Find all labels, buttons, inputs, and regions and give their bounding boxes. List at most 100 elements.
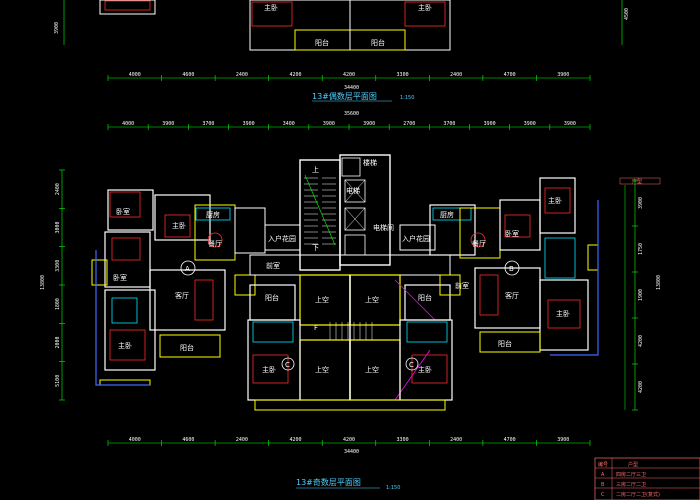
upper-dim-label: 3900 — [323, 121, 335, 127]
unit-b-room-4: 餐厅 — [472, 239, 486, 248]
right-dim-label: 3900 — [638, 197, 644, 209]
void-2-label: 上空 — [365, 295, 379, 304]
upper-dim-label: 3700 — [443, 121, 455, 127]
lower-dim-label: 4000 — [129, 437, 141, 443]
unit-a-room-4: 厨房 — [206, 210, 220, 219]
void-3-label: 上空 — [315, 365, 329, 374]
unit-c-right-circle — [405, 357, 419, 371]
top-dim-label: 2400 — [450, 72, 462, 78]
lower-dim-label: 2400 — [450, 437, 462, 443]
unit-a-bed2 — [111, 237, 141, 261]
unit-a-room-1: 卧室 — [116, 207, 130, 216]
top-right-dim-text: 4500 — [624, 8, 630, 20]
top-dim-label: 2400 — [236, 72, 248, 78]
center-stair-mark: F — [314, 324, 318, 332]
center-core: 上 下 楼梯 电梯 电梯间 前室 前室 上空 上空 上空 上空 — [247, 154, 469, 411]
lower-right-bath — [406, 321, 448, 343]
lower-dim-label: 3300 — [397, 437, 409, 443]
legend-header-type: 户型 — [628, 461, 638, 468]
stair-up-mark: 上 — [312, 165, 319, 174]
unit-a-bedroom-wall — [107, 189, 154, 231]
unit-a-bathroom — [111, 297, 138, 324]
upper-dim-label: 3700 — [202, 121, 214, 127]
core-label-elevator-lobby: 电梯间 — [373, 223, 394, 232]
unit-b-room-3: 卧室 — [505, 229, 519, 238]
unit-b-bedroom-wall — [499, 199, 541, 251]
legend-row-c-code: C — [601, 492, 605, 498]
core-label-stairs: 楼梯 — [363, 158, 377, 167]
elevator-car-2 — [344, 207, 366, 231]
unit-a-service-wall — [234, 207, 266, 254]
upper-dim-label: 3900 — [162, 121, 174, 127]
unit-a-room-6: 客厅 — [175, 291, 189, 300]
right-mini-table — [619, 177, 661, 185]
outer-wall-accent-left — [95, 250, 150, 386]
unit-b-right: 厨房 餐厅 卧室 主卧 B 客厅 主卧 阳台 — [429, 177, 599, 353]
lower-right-room — [404, 284, 451, 321]
unit-b-balcony — [479, 331, 541, 353]
elevator-car-1 — [344, 179, 366, 203]
unit-a-room-8: 阳台 — [180, 343, 194, 352]
unit-c-left-tag: C — [285, 361, 290, 369]
stair-treads — [304, 177, 336, 245]
unit-b-door-box — [439, 274, 461, 296]
unit-a-label-circle — [180, 260, 196, 276]
main-lower-total-dim: 34400 — [344, 449, 359, 455]
unit-a-master-bed — [164, 214, 191, 238]
right-total-dim: 13800 — [656, 275, 662, 290]
void-1-label: 上空 — [315, 295, 329, 304]
stair-run-line — [304, 174, 336, 246]
unit-a-sofa — [194, 279, 214, 321]
entrance-garden-left-label: 入户花园 — [268, 234, 296, 243]
upper-dim-label: 3900 — [564, 121, 576, 127]
top-dim-label: 4600 — [182, 72, 194, 78]
lower-left-room — [249, 284, 296, 321]
unit-a-tag: A — [185, 265, 190, 273]
right-dim-label: 1750 — [638, 243, 644, 255]
upper-dim-label: 3900 — [484, 121, 496, 127]
left-dim-label: 2000 — [55, 336, 61, 348]
front-room-left: 前室 — [266, 261, 280, 270]
core-label-elevator: 电梯 — [346, 186, 360, 195]
right-dim-label: 4200 — [638, 381, 644, 393]
unit-b-kitchen-counter — [432, 207, 472, 221]
left-dim-label: 1800 — [55, 298, 61, 310]
upper-dim-label: 3900 — [243, 121, 255, 127]
lower-left-room-label: 阳台 — [265, 293, 279, 302]
unit-a-room-2: 主卧 — [172, 221, 186, 230]
legend-header-no: 编号 — [598, 461, 608, 468]
unit-legend-table: 编号 户型 A 四房二厅三卫 B 三房二厅二卫 C 二房二厅二卫(复式) — [594, 457, 700, 500]
elevator-lobby-box — [341, 157, 361, 177]
unit-a-master-wall — [154, 194, 211, 241]
top-left-dim-text: 3900 — [54, 22, 60, 34]
top-room-label-4: 阳台 — [371, 38, 385, 47]
top-dim-label: 4200 — [343, 72, 355, 78]
lower-dim-label: 4700 — [504, 437, 516, 443]
top-room-label-1: 主卧 — [264, 3, 278, 12]
left-dim-label: 5100 — [55, 375, 61, 387]
front-room-right: 前室 — [455, 281, 469, 290]
unit-b-room-5: 客厅 — [505, 291, 519, 300]
unit-a-living-wall — [149, 269, 226, 331]
main-upper-total-dim: 35600 — [344, 111, 359, 117]
unit-b-dining-table — [470, 232, 486, 248]
top-dim-label: 4200 — [289, 72, 301, 78]
top-dim-label: 3300 — [397, 72, 409, 78]
top-dim-label: 4000 — [129, 72, 141, 78]
top-dim-label: 3900 — [557, 72, 569, 78]
legend-row-a-type: 四房二厅三卫 — [616, 471, 646, 478]
unit-b-window — [587, 244, 599, 271]
stair-shaft-wall — [299, 159, 341, 271]
unit-b-master2-bed — [547, 299, 581, 329]
stair-down-mark: 下 — [312, 244, 319, 252]
lower-dim-label: 4200 — [289, 437, 301, 443]
center-stair-treads — [329, 322, 373, 340]
unit-b-room-2: 主卧 — [548, 196, 562, 205]
left-dim-label: 3000 — [55, 221, 61, 233]
unit-a-bottom-sill — [99, 379, 151, 386]
